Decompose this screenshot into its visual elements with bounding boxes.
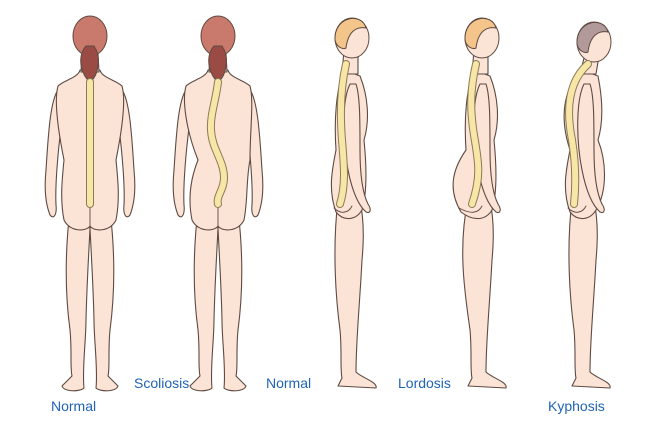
figure-back-normal	[44, 15, 136, 392]
spine	[566, 61, 591, 207]
left-leg	[61, 209, 91, 392]
figure-side-lordosis	[452, 17, 507, 389]
figure-side-kyphosis	[563, 21, 612, 389]
left-arm	[172, 87, 191, 218]
label-side-lordosis: Lordosis	[398, 375, 451, 391]
legs	[462, 199, 507, 389]
figure-back-scoliosis	[172, 15, 264, 392]
figure-side-normal	[330, 17, 377, 389]
arm	[577, 83, 605, 214]
hair	[464, 18, 497, 49]
hair	[334, 18, 367, 49]
hip-line	[458, 205, 483, 213]
label-side-kyphosis: Kyphosis	[548, 398, 605, 414]
right-leg	[89, 209, 119, 392]
spine	[337, 61, 349, 207]
spine	[207, 79, 228, 207]
label-side-normal: Normal	[266, 375, 312, 391]
hip-line	[567, 205, 587, 213]
legs	[568, 199, 611, 389]
spine	[468, 61, 482, 207]
legs	[334, 199, 377, 389]
label-back-scoliosis: Scoliosis	[134, 375, 190, 391]
hair	[576, 22, 609, 53]
hip-line	[333, 205, 353, 213]
label-back-normal: Normal	[51, 398, 97, 414]
right-leg	[217, 209, 247, 392]
left-leg	[189, 209, 219, 392]
